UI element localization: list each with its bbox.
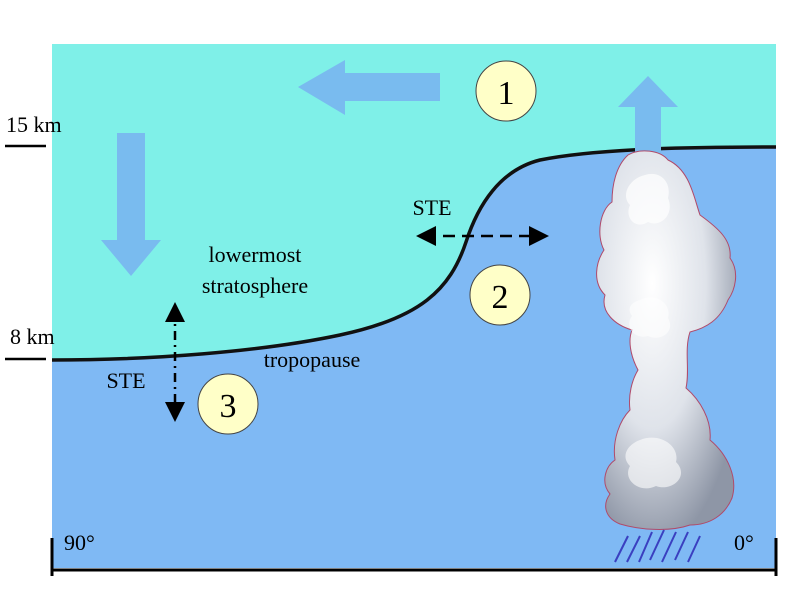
latitude-90-label: 90° bbox=[64, 530, 95, 555]
thunderstorm-cloud-icon bbox=[596, 150, 737, 530]
marker-1: 1 bbox=[475, 60, 537, 122]
altitude-8km-label: 8 km bbox=[10, 324, 55, 349]
marker-1-label: 1 bbox=[498, 75, 515, 112]
lowermost-stratosphere-label-2: stratosphere bbox=[202, 273, 308, 298]
tropopause-line bbox=[51, 145, 777, 362]
marker-2-label: 2 bbox=[492, 279, 509, 316]
marker-3: 3 bbox=[197, 373, 259, 435]
rain-icon bbox=[614, 529, 701, 563]
lowermost-stratosphere-label-1: lowermost bbox=[209, 242, 302, 267]
stratosphere-region bbox=[52, 44, 776, 360]
ste-label-lower: STE bbox=[106, 368, 145, 393]
marker-2: 2 bbox=[469, 264, 531, 326]
tropopause-label: tropopause bbox=[264, 347, 361, 372]
altitude-15km-label: 15 km bbox=[6, 112, 62, 137]
latitude-0-label: 0° bbox=[734, 530, 754, 555]
poleward-arrow bbox=[298, 60, 440, 115]
ascent-arrow bbox=[618, 76, 678, 160]
ste-label-upper: STE bbox=[412, 195, 451, 220]
descent-arrow bbox=[101, 133, 161, 276]
marker-3-label: 3 bbox=[220, 388, 237, 425]
